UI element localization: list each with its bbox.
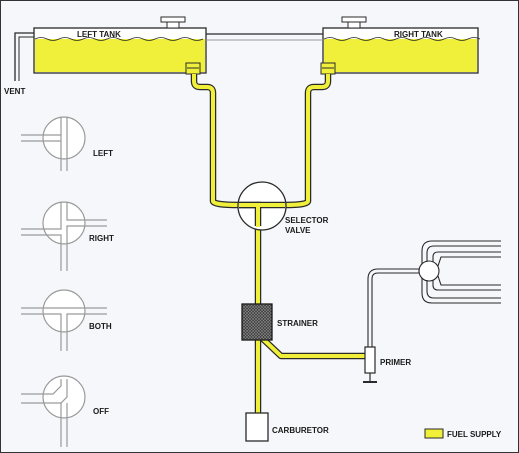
valve-right-label: RIGHT [89, 234, 114, 243]
valve-position-off [21, 375, 86, 447]
left-tank-fuel [35, 39, 205, 72]
right-feed-line [284, 74, 330, 207]
right-tank-fuel-surface [323, 37, 481, 41]
left-filler-cap [160, 16, 186, 23]
valve-position-both [21, 289, 107, 351]
fuel-lines [190, 74, 367, 413]
left-tank: LEFT TANK [33, 16, 207, 75]
valve-both-label: BOTH [89, 322, 112, 331]
left-feed-line [192, 74, 240, 207]
left-tank-fuel-surface [34, 37, 204, 41]
right-tank: RIGHT TANK [320, 16, 481, 75]
carburetor-label: CARBURETOR [272, 426, 329, 435]
left-tank-label: LEFT TANK [77, 30, 121, 39]
valve-position-left [21, 116, 86, 171]
vent-line [14, 32, 34, 81]
primer-label: PRIMER [380, 358, 411, 367]
legend: FUEL SUPPLY [424, 428, 502, 439]
selector-valve-label-line2: VALVE [285, 226, 311, 235]
primer [363, 268, 419, 383]
right-filler-cap [341, 16, 367, 23]
right-tank-label: RIGHT TANK [394, 30, 443, 39]
primer-feed-line [261, 337, 367, 358]
selector-valve-label-line1: SELECTOR [285, 216, 329, 225]
selector-valve [237, 181, 287, 231]
left-filler-neck [166, 21, 180, 29]
vent-label: VENT [4, 87, 25, 96]
legend-fuel-swatch [424, 428, 444, 439]
strainer-label: STRAINER [277, 319, 318, 328]
valve-left-label: LEFT [93, 149, 113, 158]
legend-fuel-supply-label: FUEL SUPPLY [447, 430, 502, 439]
strainer [241, 303, 273, 341]
valve-off-label: OFF [93, 407, 109, 416]
primer-manifold [418, 240, 501, 304]
right-filler-neck [347, 21, 361, 29]
valve-position-right [21, 201, 107, 271]
right-tank-fuel [324, 39, 477, 72]
carburetor [245, 412, 269, 442]
